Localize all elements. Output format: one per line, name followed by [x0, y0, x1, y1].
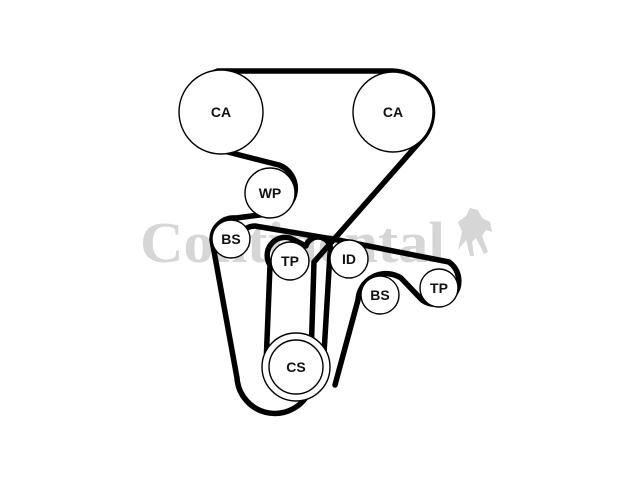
pulley-label-balance-shaft-lower: BS: [370, 287, 389, 303]
pulley-label-water-pump: WP: [259, 185, 282, 201]
pulley-label-tensioner-right: TP: [430, 280, 448, 296]
rearing-horse-icon: [458, 208, 492, 256]
pulley-crankshaft: CS: [261, 332, 331, 402]
pulley-label-crankshaft: CS: [286, 359, 305, 375]
pulley-cam-right: CA: [352, 71, 434, 153]
pulley-tensioner-center: TP: [270, 241, 310, 281]
pulley-label-tensioner-center: TP: [281, 253, 299, 269]
pulley-balance-shaft-upper: BS: [211, 219, 251, 259]
pulley-label-cam-left: CA: [211, 104, 231, 120]
pulley-balance-shaft-lower: BS: [360, 275, 400, 315]
pulley-label-idler: ID: [342, 251, 356, 267]
pulley-water-pump: WP: [244, 167, 296, 219]
pulley-label-balance-shaft-upper: BS: [221, 231, 240, 247]
pulley-idler: ID: [329, 239, 369, 279]
pulley-label-cam-right: CA: [383, 104, 403, 120]
pulley-cam-left: CA: [178, 69, 264, 155]
pulley-tensioner-right: TP: [419, 268, 459, 308]
